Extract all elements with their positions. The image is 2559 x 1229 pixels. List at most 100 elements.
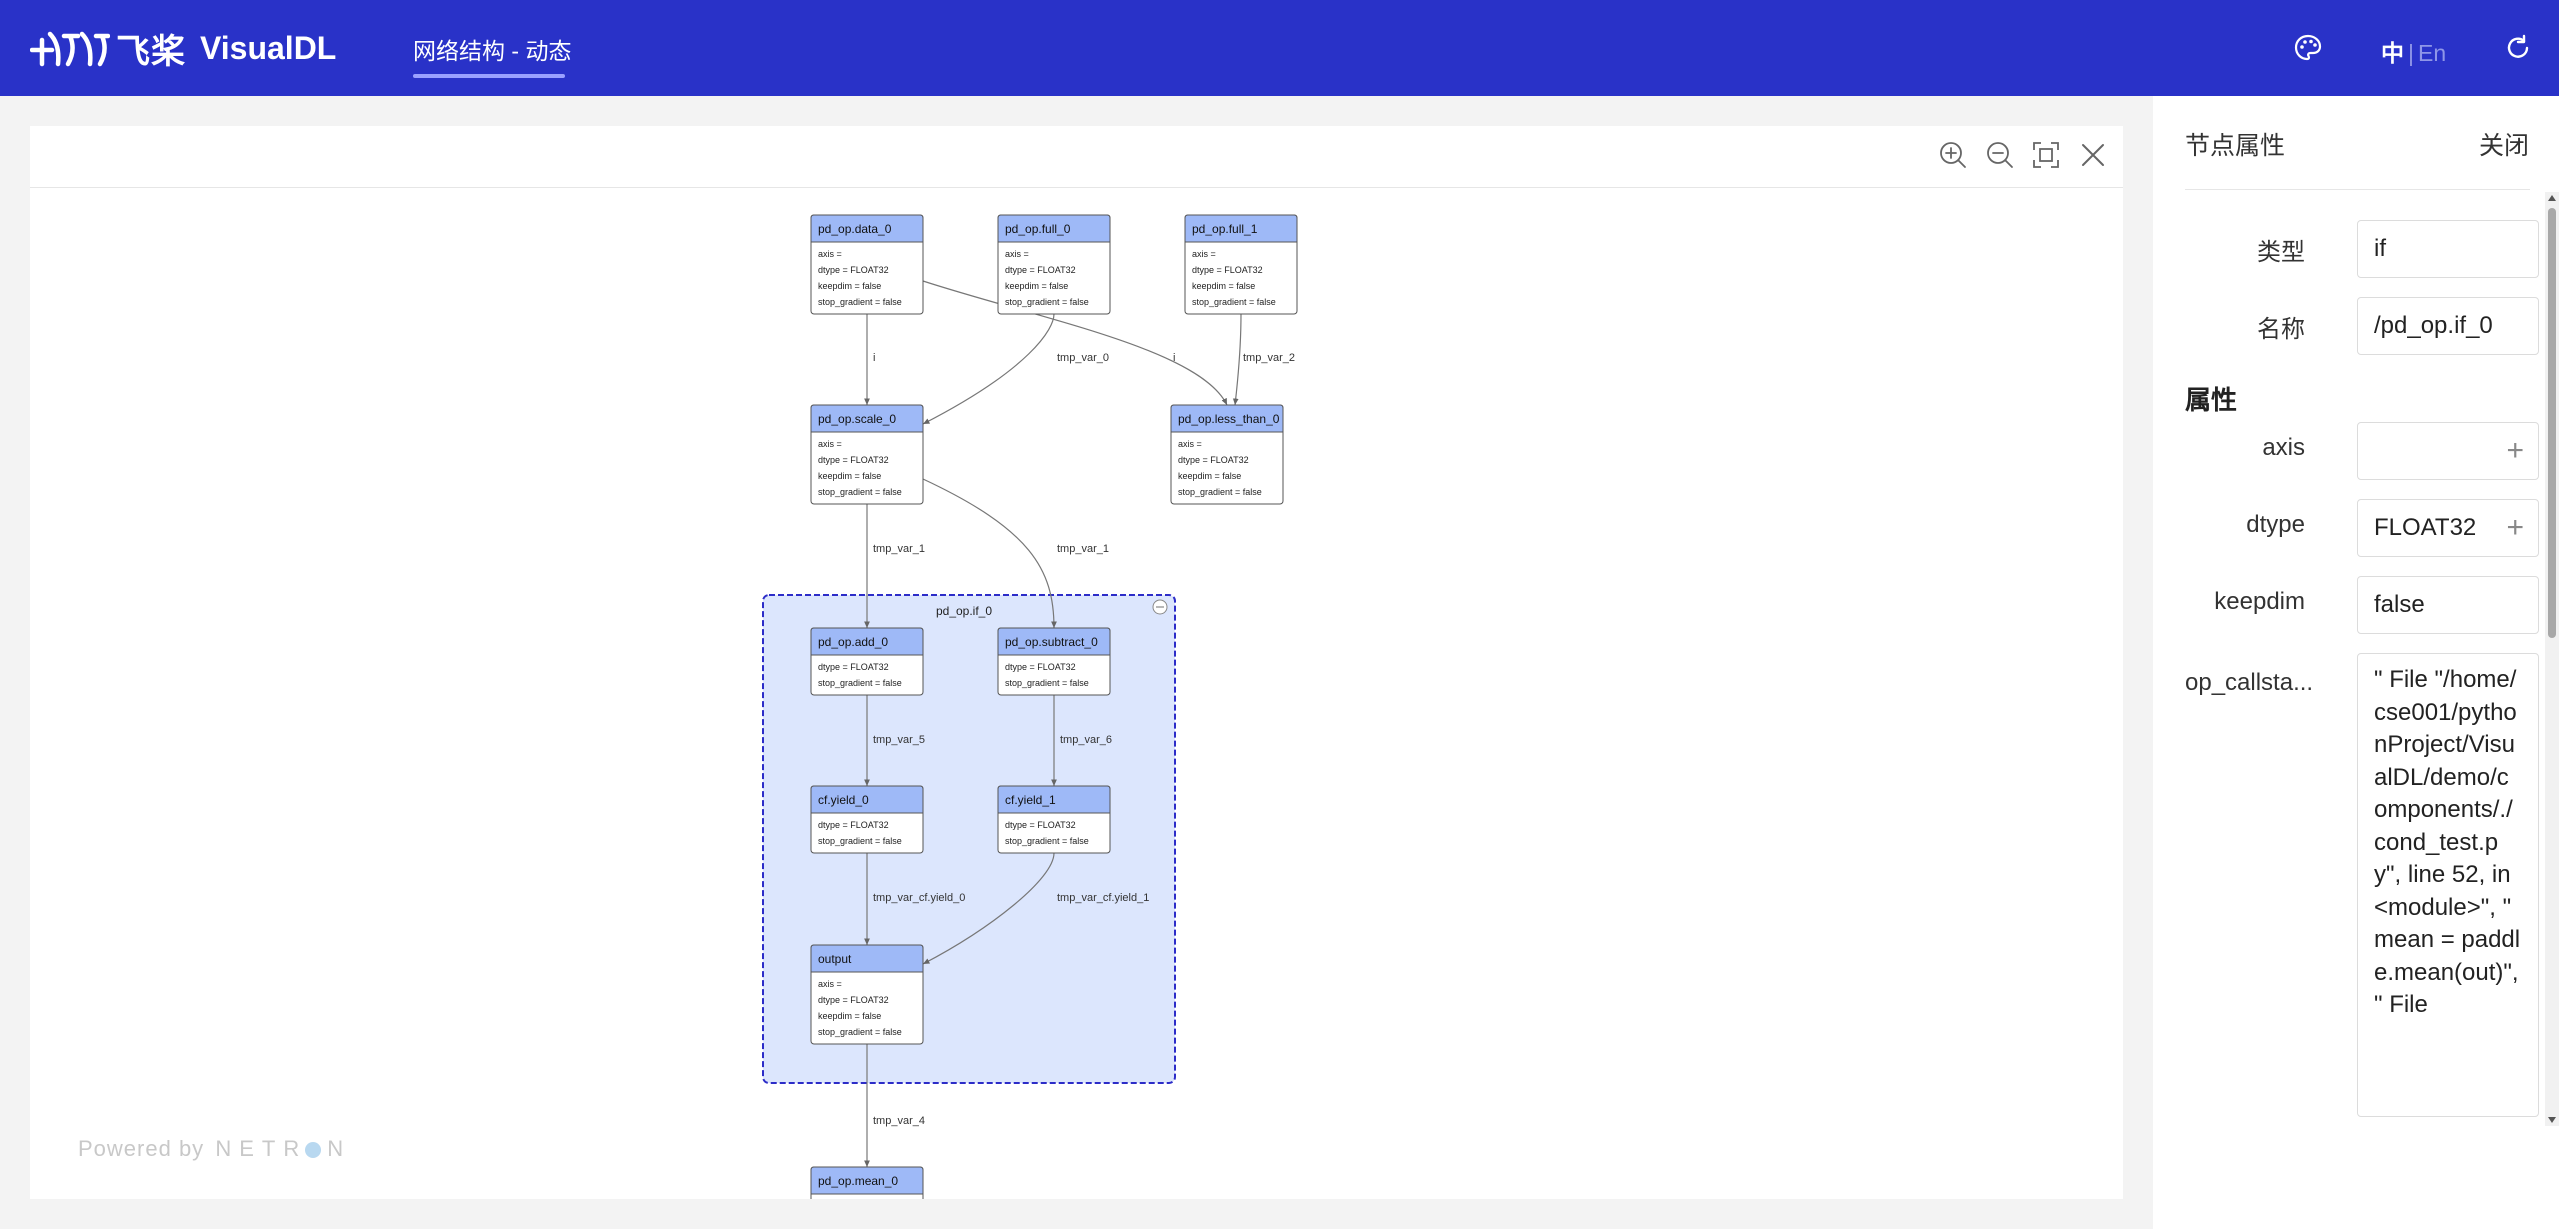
graph-edge[interactable] (922, 478, 1057, 629)
expand-plus-icon[interactable]: + (2506, 511, 2524, 544)
attr-label: axis (2262, 434, 2305, 461)
scroll-down-icon[interactable] (2548, 1117, 2556, 1123)
node-attribute: stop_gradient = false (1005, 678, 1089, 688)
restore-icon[interactable] (2078, 140, 2108, 170)
node-header (1184, 214, 1298, 243)
edge-label: tmp_var_1 (873, 543, 925, 555)
node-attribute: axis = (818, 249, 842, 259)
collapse-group-icon[interactable] (1152, 599, 1168, 615)
netron-wordmark-end: N (327, 1136, 345, 1161)
node-header (810, 1166, 924, 1195)
logo[interactable]: 飞桨 VisualDL (30, 24, 336, 72)
edge-label: tmp_var_4 (873, 1115, 925, 1127)
node-title: pd_op.scale_0 (818, 412, 896, 426)
node-attribute: stop_gradient = false (818, 487, 902, 497)
node-attribute: dtype = FLOAT32 (1178, 455, 1249, 465)
network-graph[interactable]: pd_op.if_0 i tmp_var_0 i tmp_var_2 tmp_var_1… (30, 189, 2123, 1199)
node-attribute: axis = (1005, 249, 1029, 259)
node-attribute: axis = (1192, 249, 1216, 259)
graph-edge[interactable] (922, 313, 1055, 425)
node-attribute: stop_gradient = false (1192, 297, 1276, 307)
active-tab-indicator (413, 74, 565, 78)
type-field[interactable]: if (2357, 220, 2539, 278)
graph-panel: pd_op.if_0 i tmp_var_0 i tmp_var_2 tmp_var_1… (30, 126, 2123, 1199)
node-attribute: axis = (818, 979, 842, 989)
lang-en[interactable]: En (2417, 40, 2447, 66)
scroll-thumb[interactable] (2548, 208, 2556, 638)
node-title: pd_op.subtract_0 (1005, 635, 1098, 649)
panel-divider (2185, 189, 2530, 190)
node-attribute: keepdim = false (1192, 281, 1255, 291)
name-field[interactable]: /pd_op.if_0 (2357, 297, 2539, 355)
node-title: pd_op.data_0 (818, 222, 892, 236)
attr-field-keepdim[interactable]: false (2357, 576, 2539, 634)
attr-field-axis[interactable]: + (2357, 422, 2539, 480)
edge-label: i (873, 352, 875, 364)
graph-edge[interactable] (922, 852, 1055, 965)
zoom-out-icon[interactable] (1985, 140, 2015, 170)
edge-label: i (1173, 352, 1175, 364)
node-attribute: dtype = FLOAT32 (818, 820, 889, 830)
panel-scrollbar[interactable] (2545, 192, 2559, 1126)
scroll-up-icon[interactable] (2548, 195, 2556, 201)
edge-label: tmp_var_cf.yield_1 (1057, 892, 1149, 904)
node-header (997, 627, 1111, 656)
node-header (810, 214, 924, 243)
tab-graph-dynamic[interactable]: 网络结构 - 动态 (413, 38, 572, 64)
close-button[interactable]: 关闭 (2478, 132, 2529, 160)
refresh-icon[interactable] (2502, 32, 2534, 64)
node-attribute: dtype = FLOAT32 (1005, 265, 1076, 275)
graph-edge[interactable] (1232, 313, 1242, 406)
graph-edge[interactable] (922, 280, 1228, 406)
node-attribute: keepdim = false (818, 281, 881, 291)
node-attribute: dtype = FLOAT32 (818, 995, 889, 1005)
group-label: pd_op.if_0 (936, 604, 992, 618)
graph-toolbar (30, 126, 2123, 188)
node-header (810, 785, 924, 814)
node-header (810, 944, 924, 973)
attr-label: op_callsta... (2185, 669, 2314, 696)
zoom-in-icon[interactable] (1938, 140, 1968, 170)
attr-field-callstack[interactable]: " File "/home/cse001/pythonProject/Visua… (2357, 653, 2539, 1117)
attr-value: FLOAT32 (2374, 514, 2477, 541)
node-attribute: stop_gradient = false (1178, 487, 1262, 497)
node-attribute: keepdim = false (818, 1011, 881, 1021)
node-title: pd_op.full_1 (1192, 222, 1258, 236)
logo-text-en: VisualDL (200, 29, 337, 66)
node-attribute: stop_gradient = false (1005, 297, 1089, 307)
language-switch[interactable]: 中|En (2381, 34, 2446, 68)
expand-plus-icon[interactable]: + (2506, 434, 2524, 467)
netron-wordmark: NETR (215, 1136, 308, 1161)
graph-node-mean0[interactable]: pd_op.mean_0 (810, 1166, 924, 1199)
node-properties-panel: 节点属性 关闭 类型 if 名称 /pd_op.if_0 属性 axis + d… (2153, 96, 2559, 1229)
node-attribute: axis = (818, 439, 842, 449)
node-attribute: axis = (1178, 439, 1202, 449)
lang-separator: | (2408, 40, 2414, 66)
attributes-section-title: 属性 (2185, 385, 2238, 415)
panel-title: 节点属性 (2185, 132, 2286, 160)
fit-screen-icon[interactable] (2031, 140, 2061, 170)
lang-zh[interactable]: 中 (2381, 40, 2404, 66)
attr-field-dtype[interactable]: FLOAT32 + (2357, 499, 2539, 557)
node-attribute: dtype = FLOAT32 (818, 455, 889, 465)
edge-label: tmp_var_2 (1243, 352, 1295, 364)
node-title: cf.yield_0 (818, 793, 869, 807)
node-title: pd_op.add_0 (818, 635, 888, 649)
logo-text-cn: 飞桨 (116, 32, 186, 71)
edge-label: tmp_var_cf.yield_0 (873, 892, 965, 904)
node-attribute: keepdim = false (1005, 281, 1068, 291)
node-attribute: keepdim = false (818, 471, 881, 481)
edge-label: tmp_var_0 (1057, 352, 1109, 364)
palette-icon[interactable] (2292, 32, 2324, 64)
edge-label: tmp_var_6 (1060, 734, 1112, 746)
